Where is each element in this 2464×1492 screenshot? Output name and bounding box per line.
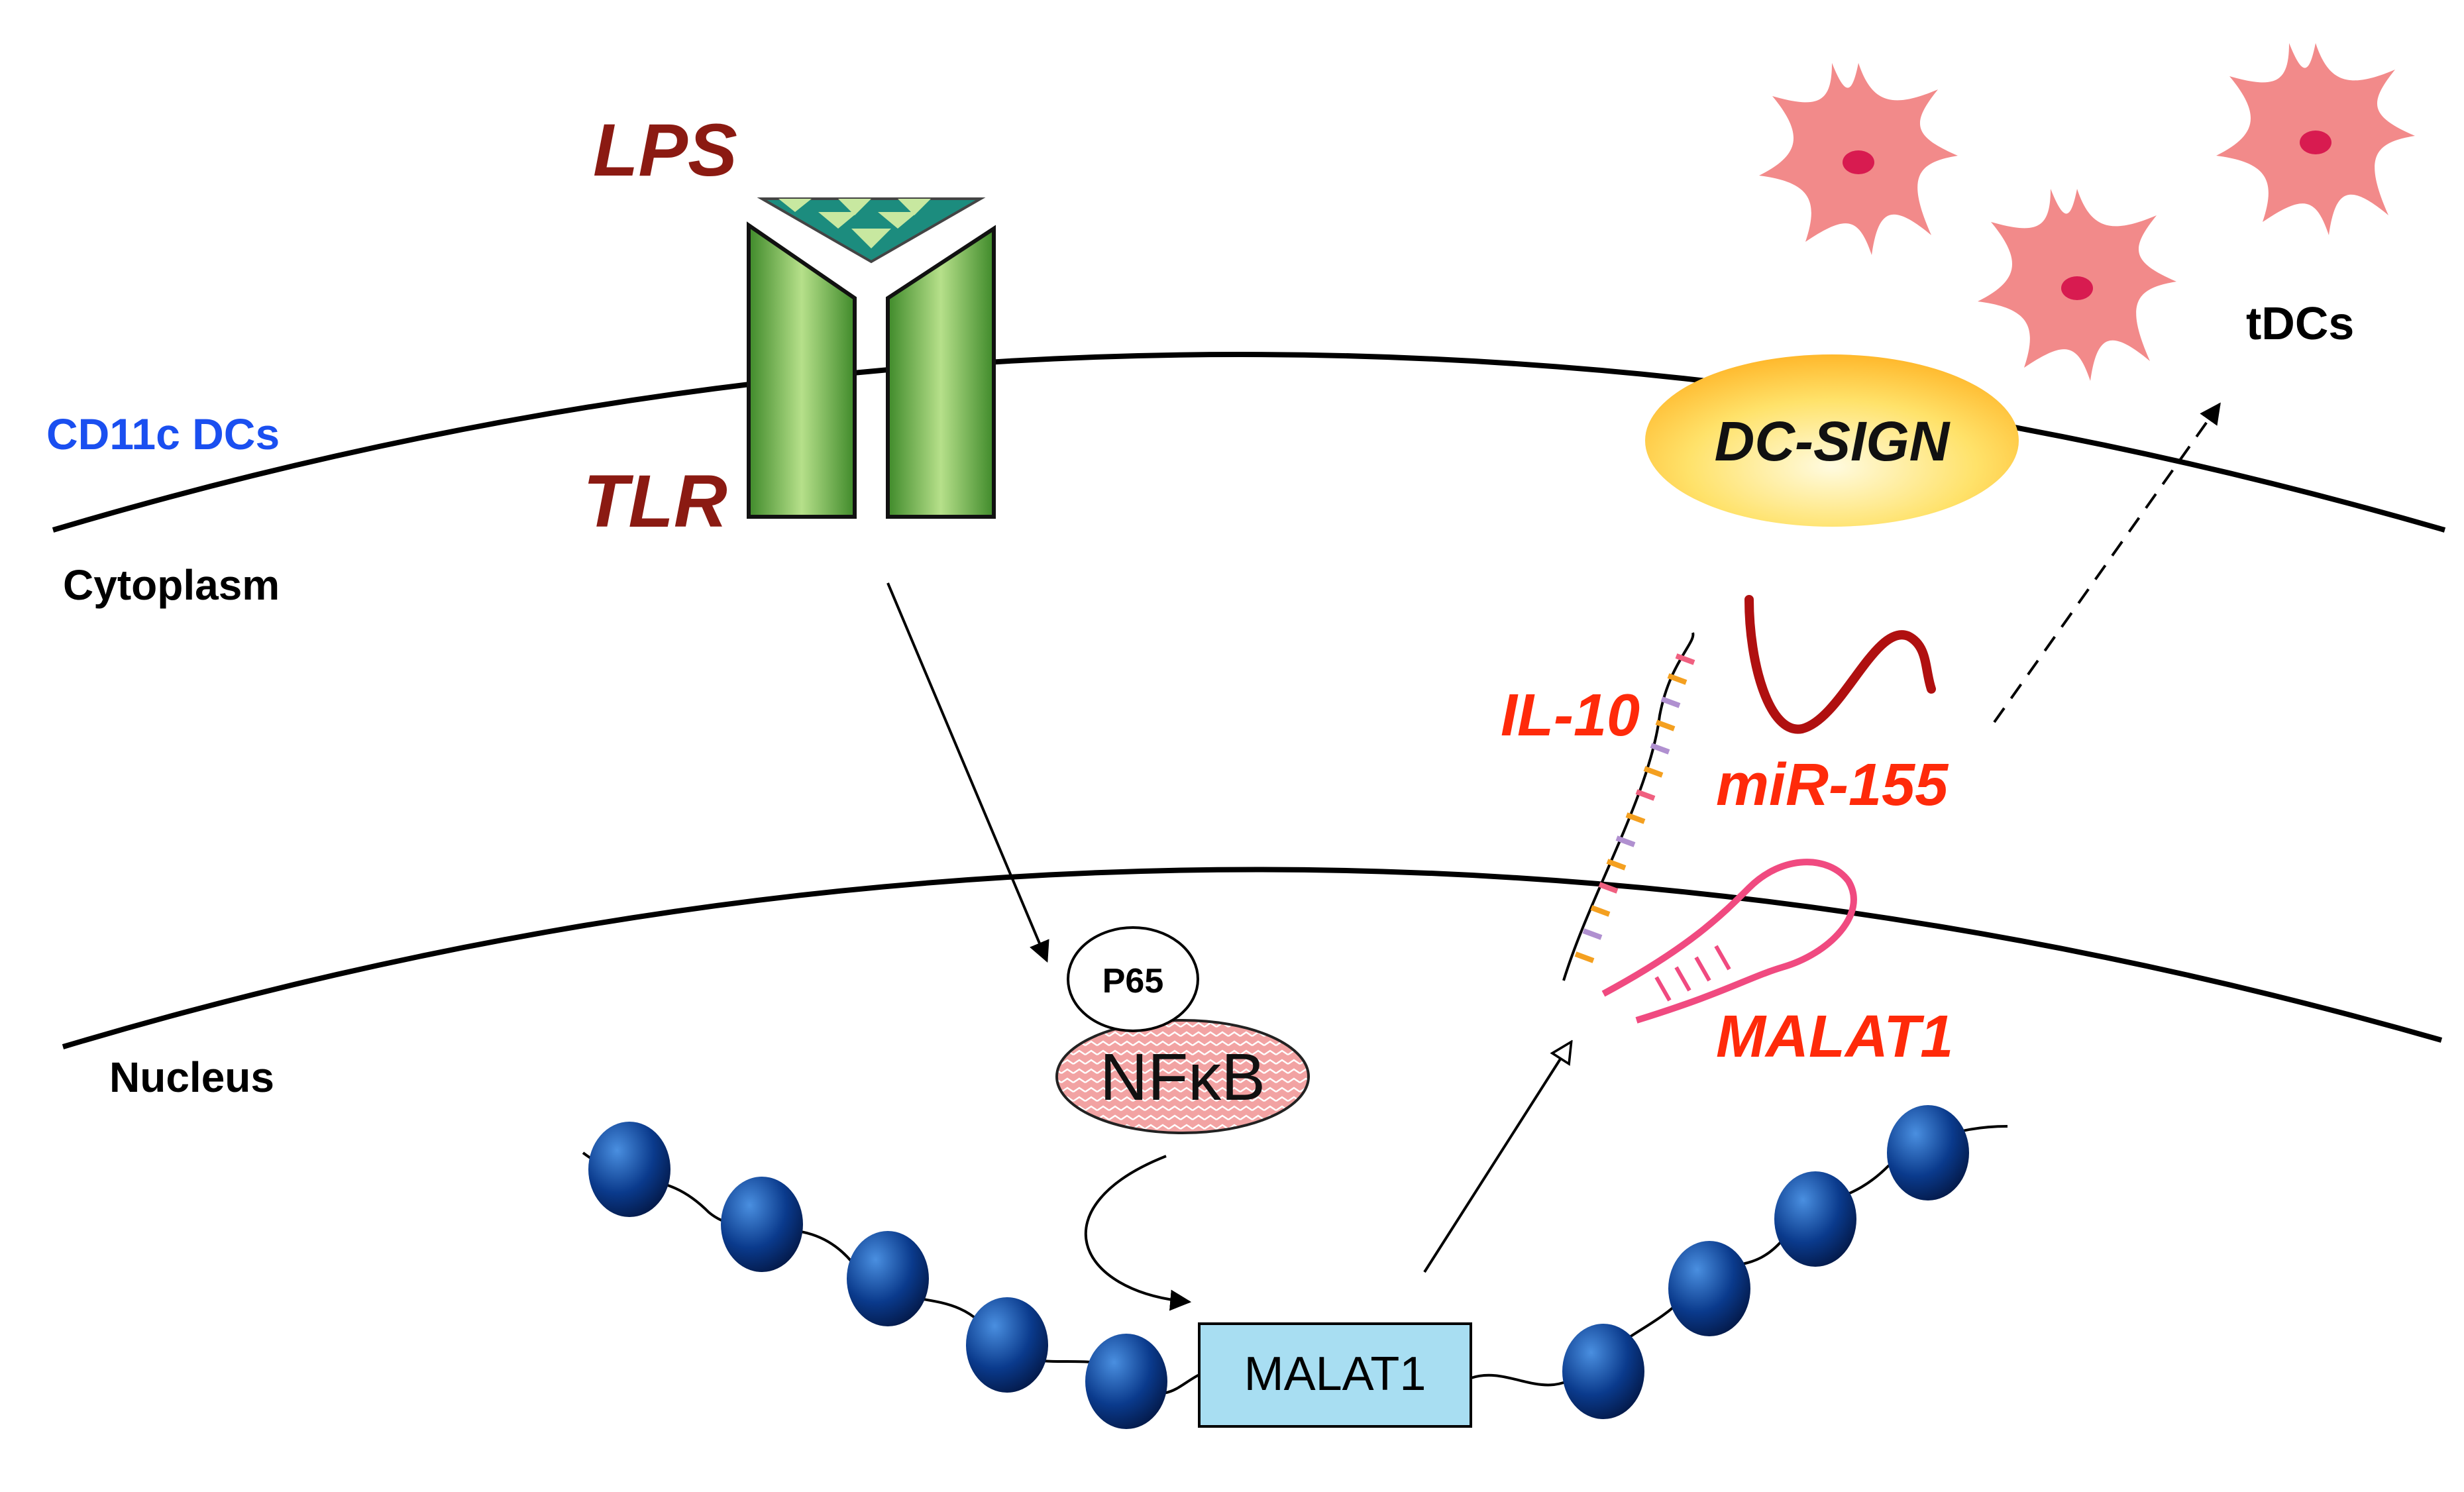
transcription-arrow: [1423, 1043, 1570, 1273]
cd11c-label: CD11c DCs: [46, 409, 280, 458]
malat1-gene-box: [1198, 1322, 1472, 1428]
cell-membrane: [52, 352, 2446, 533]
il10-label: IL-10: [1501, 682, 1640, 749]
dendritic-cell-icon: [1759, 43, 2415, 381]
mirna-hairpin-icon: [1744, 595, 1936, 734]
nuclear-membrane: [62, 867, 2443, 1049]
tdcs-label: tDCs: [2246, 297, 2354, 349]
nfkb-label: NFκB: [1100, 1040, 1265, 1114]
malat1-rna-label: MALAT1: [1716, 1004, 1953, 1070]
nfkb-ellipse: [1055, 1019, 1310, 1134]
signal-arrow-tlr-to-nfkb: [886, 582, 1049, 963]
binding-arrow: [1084, 1155, 1192, 1311]
tlr-receptor-icon: [747, 197, 996, 519]
il10-mrna-strand: [1562, 632, 1695, 981]
cytoplasm-label: Cytoplasm: [63, 561, 280, 609]
malat1-gene-label: MALAT1: [1244, 1348, 1426, 1401]
lps-label: LPS: [593, 109, 737, 191]
differentiation-arrow: [1993, 402, 2221, 723]
dc-sign-label: DC-SIGN: [1715, 410, 1951, 472]
mir155-label: miR-155: [1716, 752, 1949, 818]
lncrna-loop-icon: [1601, 859, 1857, 1024]
p65-circle: [1067, 926, 1199, 1032]
nucleosome-icon: [588, 1105, 1969, 1429]
il10-mrna-bases: [1574, 653, 1695, 963]
nucleus-label: Nucleus: [109, 1053, 274, 1101]
tlr-label: TLR: [583, 460, 727, 543]
p65-label: P65: [1102, 962, 1164, 1000]
dc-sign-ellipse-icon: [1645, 354, 2019, 527]
